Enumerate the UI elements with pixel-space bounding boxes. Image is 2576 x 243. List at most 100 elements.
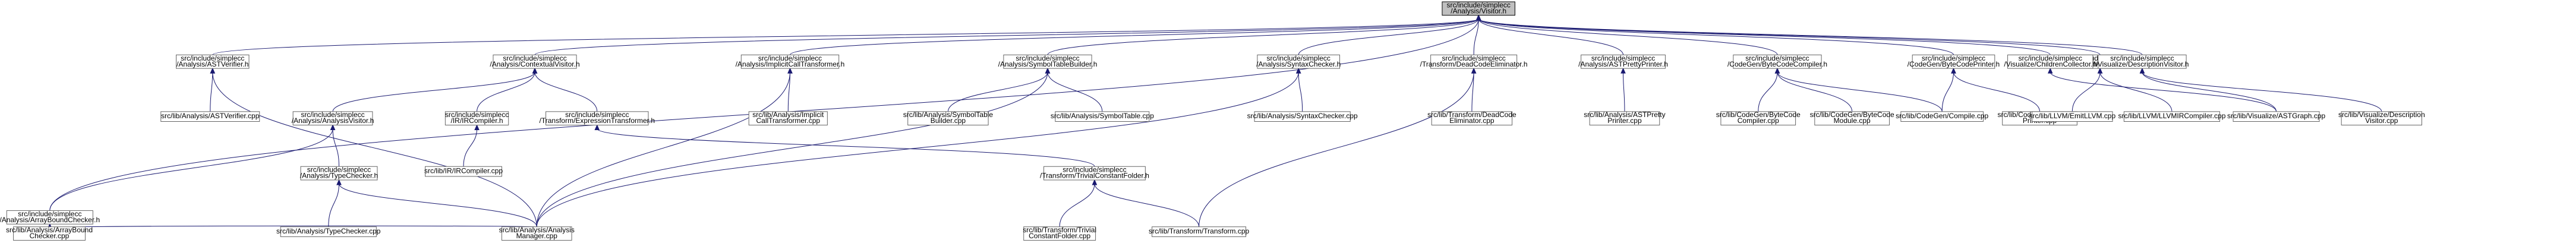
dependency-edge — [1777, 71, 1943, 112]
file-node[interactable]: src/include/simplecc/Analysis/ArrayBound… — [0, 210, 100, 225]
node-label: src/include/simplecc — [445, 111, 509, 119]
file-node[interactable]: src/lib/Transform/TrivialConstantFolder.… — [1023, 226, 1096, 241]
file-node[interactable]: src/include/simplecc/Analysis/ASTVerifie… — [176, 54, 250, 69]
node-label: src/include/simplecc — [18, 210, 81, 218]
node-box — [6, 210, 93, 225]
node-label: src/lib/LLVM/EmitLLVM.cpp — [2029, 112, 2116, 120]
file-node[interactable]: src/include/simplecc/Analysis/ASTPrettyP… — [1578, 54, 1668, 69]
node-label: src/include/simplecc — [2110, 54, 2174, 62]
file-node[interactable]: src/lib/Visualize/ASTGraph.cpp — [2227, 111, 2326, 122]
file-node[interactable]: src/lib/CodeGen/ByteCodeCompiler.cpp — [1716, 111, 1801, 126]
dependency-edge — [328, 183, 339, 227]
node-label: /Transform/ExpressionTransformer.h — [540, 116, 655, 125]
dependency-edge — [536, 72, 791, 227]
node-label: src/lib/Analysis/TypeChecker.cpp — [276, 227, 381, 235]
file-node[interactable]: src/lib/CodeGen/Compile.cpp — [1896, 111, 1989, 122]
dependency-edge — [1298, 72, 1303, 112]
file-node[interactable]: src/include/simplecc/Analysis/Visitor.h — [1442, 1, 1515, 16]
file-node[interactable]: src/lib/Analysis/TypeChecker.cpp — [276, 226, 381, 237]
dependency-edge — [1047, 18, 1479, 55]
file-node[interactable]: src/lib/Transform/DeadCodeEliminator.cpp — [1427, 111, 1516, 126]
dependency-edge — [332, 128, 339, 167]
file-node[interactable]: src/include/simplecc/Analysis/SyntaxChec… — [1256, 54, 1341, 69]
file-node[interactable]: src/lib/Analysis/ArrayBoundChecker.cpp — [6, 226, 93, 241]
dependency-edge — [49, 128, 333, 211]
file-node[interactable]: src/lib/IR/IRCompiler.cpp — [424, 166, 503, 177]
dependency-edge — [1478, 18, 2101, 55]
file-node[interactable]: src/lib/LLVM/LLVMIRCompiler.cpp — [2118, 111, 2226, 122]
dependency-edge — [332, 71, 535, 112]
node-label: Compiler.cpp — [1738, 116, 1779, 125]
dependency-edge — [2099, 72, 2173, 112]
dependency-edge — [477, 72, 535, 112]
dependency-edges — [47, 14, 2382, 229]
file-node[interactable]: src/lib/Transform/Transform.cpp — [1149, 226, 1250, 237]
file-node[interactable]: src/lib/Visualize/DescriptionVisitor.cpp — [2338, 111, 2425, 126]
file-node[interactable]: src/include/simplecc/Visualize/Descripti… — [2095, 54, 2189, 69]
node-label: /Analysis/ASTPrettyPrinter.h — [1578, 60, 1668, 68]
node-label: src/lib/IR/IRCompiler.cpp — [424, 167, 503, 175]
node-box — [1900, 111, 1984, 122]
node-label: src/lib/Analysis/SymbolTable.cpp — [1051, 112, 1154, 120]
file-node[interactable]: src/include/simplecc/Visualize/ChildrenC… — [2004, 54, 2096, 69]
dependency-edge — [1777, 72, 1853, 112]
file-node[interactable]: src/lib/Analysis/SyntaxChecker.cpp — [1247, 111, 1358, 122]
node-label: src/lib/Transform/DeadCode — [1427, 111, 1516, 119]
node-box — [1430, 54, 1518, 69]
file-node[interactable]: src/include/simplecc/Transform/TrivialCo… — [1040, 166, 1149, 181]
dependency-arrowhead — [474, 124, 480, 131]
file-node[interactable]: src/lib/LLVM/EmitLLVM.cpp — [2029, 111, 2116, 122]
file-node[interactable]: src/include/simplecc/Transform/Expressio… — [540, 111, 655, 126]
file-node[interactable]: src/lib/Analysis/ASTPrettyPrinter.cpp — [1584, 111, 1666, 126]
node-label: src/lib/Analysis/SyntaxChecker.cpp — [1247, 112, 1358, 120]
file-node[interactable]: src/include/simplecc/Transform/DeadCodeE… — [1420, 54, 1528, 69]
file-node[interactable]: src/include/simplecc/CodeGen/ByteCodePri… — [1907, 54, 2000, 69]
file-node[interactable]: src/include/simplecc/Analysis/SymbolTabl… — [998, 54, 1098, 69]
node-box — [493, 54, 577, 69]
dependency-edge — [1478, 18, 1778, 55]
node-box — [1257, 54, 1341, 69]
node-label: src/include/simplecc — [307, 166, 371, 174]
dependency-edge — [1478, 18, 2051, 55]
node-box — [740, 54, 840, 69]
file-node[interactable]: src/lib/Analysis/SymbolTable.cpp — [1051, 111, 1154, 122]
node-label: src/lib/Analysis/ArrayBound — [6, 226, 93, 234]
node-label: src/include/simplecc — [1447, 1, 1511, 9]
dependency-edge — [1478, 18, 1954, 55]
file-node[interactable]: src/lib/Analysis/ASTVerifier.cpp — [160, 111, 260, 122]
dependency-edge — [1059, 183, 1095, 227]
node-label: src/include/simplecc — [1745, 54, 1809, 62]
node-box — [501, 226, 572, 241]
node-label: /Analysis/ASTVerifier.h — [176, 60, 248, 68]
node-box — [2007, 54, 2093, 69]
file-node[interactable]: src/include/simplecc/Analysis/ImplicitCa… — [736, 54, 845, 69]
file-node[interactable]: src/include/simplecc/Analysis/AnalysisVi… — [292, 111, 374, 126]
node-label: src/include/simplecc — [1591, 54, 1655, 62]
node-label: /Visualize/ChildrenCollector.h — [2004, 60, 2096, 68]
file-node[interactable]: src/lib/Analysis/SymbolTableBuilder.cpp — [903, 111, 994, 126]
node-box — [13, 226, 86, 241]
dependency-arrowhead — [1774, 67, 1780, 74]
dependency-arrowhead — [1475, 14, 1481, 21]
node-box — [425, 166, 502, 177]
dependency-arrowhead — [1295, 67, 1301, 74]
file-node[interactable]: src/include/simplecc/Analysis/Contextual… — [490, 54, 580, 69]
dependency-edge — [1047, 72, 1103, 112]
node-label: Printer.cpp — [1607, 116, 1642, 125]
node-label: /Analysis/ArrayBoundChecker.h — [0, 216, 100, 224]
dependency-edge — [2050, 71, 2277, 112]
dependency-arrowhead — [336, 179, 342, 185]
file-node[interactable]: src/include/simplecc/Analysis/TypeChecke… — [300, 166, 378, 181]
node-label: src/lib/LLVM/LLVMIRCompiler.cpp — [2118, 112, 2225, 120]
node-label: CallTransformer.cpp — [756, 116, 820, 125]
node-label: /Analysis/SyntaxChecker.h — [1256, 60, 1341, 68]
dependency-arrowhead — [2139, 67, 2145, 74]
file-node[interactable]: src/include/simplecc/CodeGen/ByteCodeCom… — [1727, 54, 1827, 69]
node-label: src/include/simplecc — [1267, 54, 1330, 62]
dependency-arrowhead — [1951, 67, 1956, 74]
node-label: Checker.cpp — [30, 232, 70, 240]
file-node[interactable]: src/include/simplecc/IR/IRCompiler.h — [445, 111, 509, 126]
file-node[interactable]: src/lib/Analysis/ImplicitCallTransformer… — [748, 111, 828, 126]
